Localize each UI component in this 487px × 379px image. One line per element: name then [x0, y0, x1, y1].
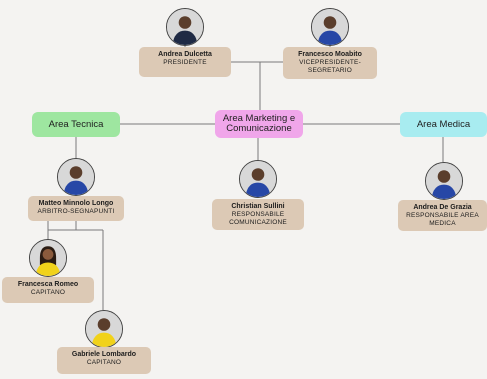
avatar-dulcetta — [166, 8, 204, 46]
card-longo: Matteo Minnolo Longo ARBITRO-SEGNAPUNTI — [28, 196, 124, 221]
name-sullini: Christian Sullini — [231, 203, 285, 210]
area-tecnica-label: Area Tecnica — [48, 118, 104, 130]
role-moabito-1: VICEPRESIDENTE- — [299, 59, 361, 66]
area-medica: Area Medica — [400, 112, 487, 137]
avatar-moabito — [311, 8, 349, 46]
name-longo: Matteo Minnolo Longo — [38, 200, 114, 207]
name-dulcetta: Andrea Dulcetta — [158, 51, 212, 58]
role-lombardo: CAPITANO — [86, 359, 122, 366]
avatar-grazia — [425, 162, 463, 200]
card-moabito: Francesco Moabito VICEPRESIDENTE- SEGRET… — [283, 47, 377, 79]
name-moabito: Francesco Moabito — [298, 51, 362, 58]
name-grazia: Andrea De Grazia — [413, 204, 472, 211]
avatar-sullini — [239, 160, 277, 198]
avatar-lombardo — [85, 310, 123, 348]
area-medica-label: Area Medica — [416, 118, 471, 130]
avatar-romeo — [29, 239, 67, 277]
name-lombardo: Gabriele Lombardo — [71, 351, 137, 358]
role-longo: ARBITRO-SEGNAPUNTI — [37, 208, 115, 215]
card-lombardo: Gabriele Lombardo CAPITANO — [57, 347, 151, 374]
name-romeo: Francesca Romeo — [17, 281, 79, 288]
role-moabito-2: SEGRETARIO — [307, 67, 353, 74]
role-grazia-1: RESPONSABILE AREA — [406, 212, 479, 219]
card-sullini: Christian Sullini RESPONSABILE COMUNICAZ… — [212, 199, 304, 230]
card-grazia: Andrea De Grazia RESPONSABILE AREA MEDIC… — [398, 200, 487, 231]
role-sullini-1: RESPONSABILE — [231, 211, 285, 218]
card-dulcetta: Andrea Dulcetta PRESIDENTE — [139, 47, 231, 77]
area-marketing-label-2: Comunicazione — [226, 123, 292, 134]
area-marketing: Area Marketing e Comunicazione — [215, 110, 303, 138]
area-marketing-label-1: Area Marketing e — [222, 113, 296, 124]
role-romeo: CAPITANO — [30, 289, 66, 296]
avatar-longo — [57, 158, 95, 196]
role-grazia-2: MEDICA — [429, 220, 456, 227]
role-dulcetta: PRESIDENTE — [163, 59, 207, 66]
area-tecnica: Area Tecnica — [32, 112, 120, 137]
role-sullini-2: COMUNICAZIONE — [229, 219, 287, 226]
card-romeo: Francesca Romeo CAPITANO — [2, 277, 94, 303]
